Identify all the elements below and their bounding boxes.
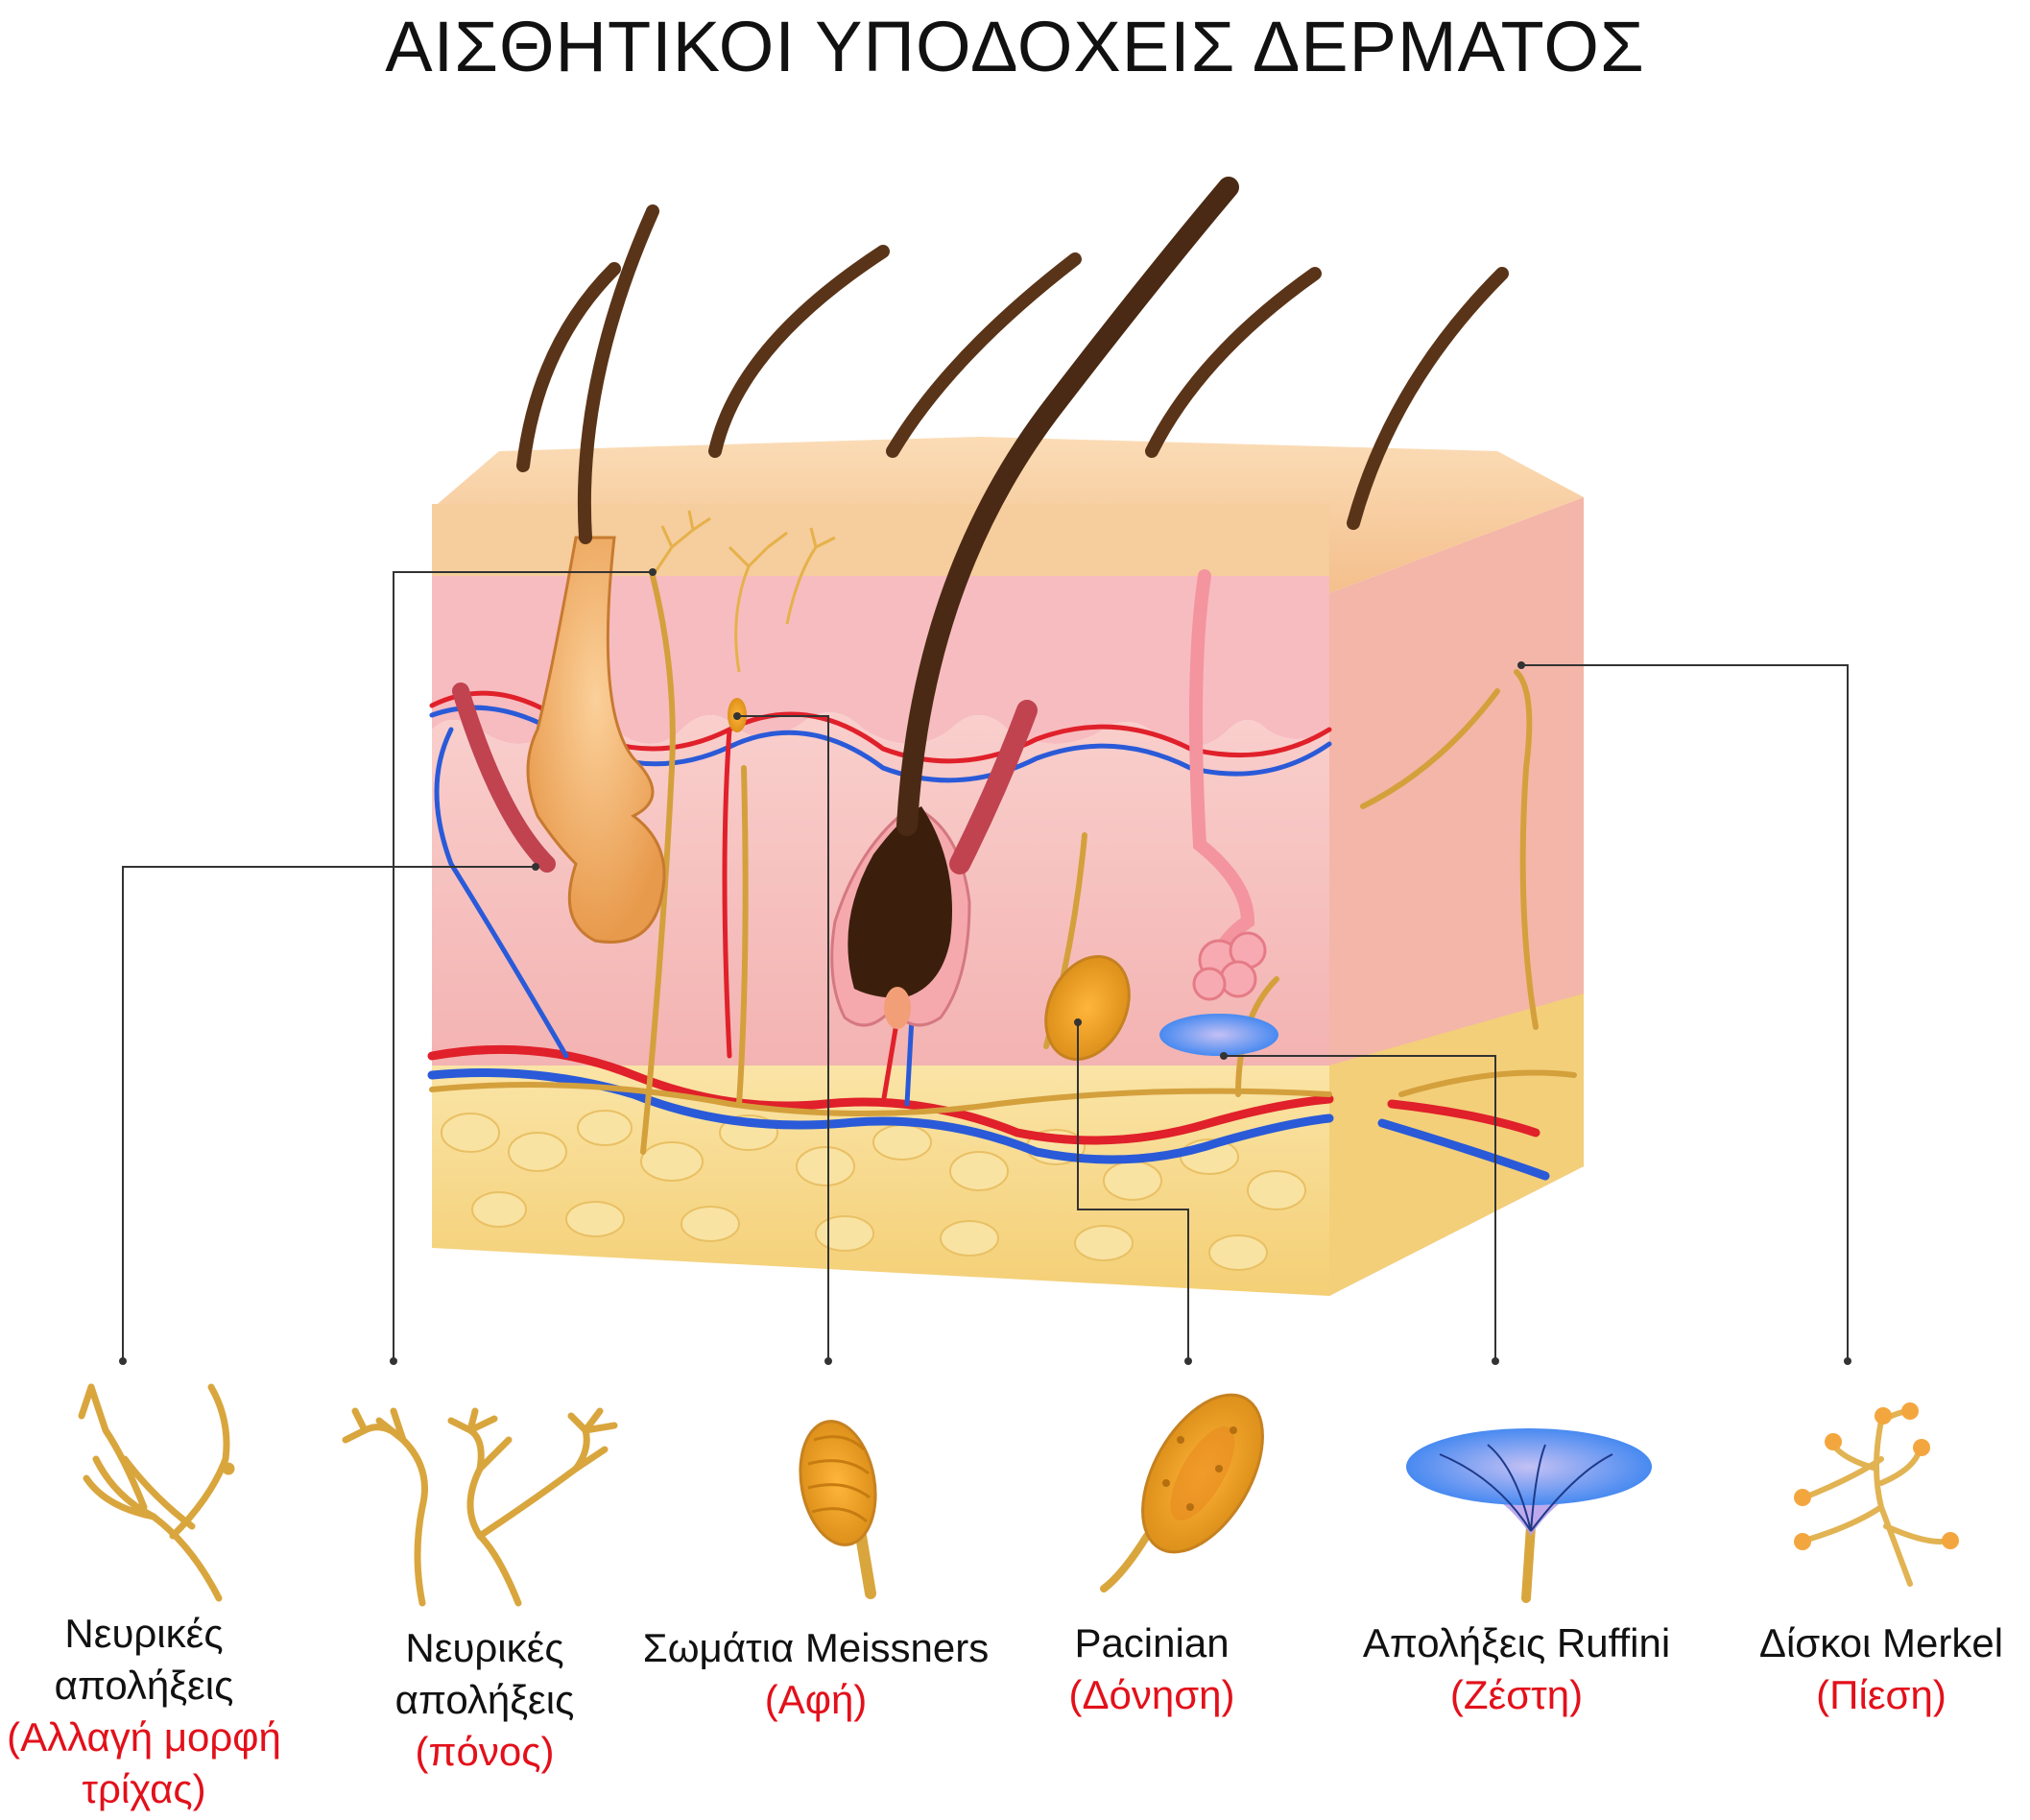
hair-shaft-center xyxy=(896,177,1239,836)
merkel-disc-icon xyxy=(1794,1402,1959,1587)
label-ruffini: Απολήξεις Ruffini (Ζέστη) xyxy=(1325,1617,1708,1721)
label-meissner: Σωμάτια Meissners (Αφή) xyxy=(614,1622,1017,1726)
leader-merkel xyxy=(1521,664,1849,1358)
leader-meissner xyxy=(737,715,829,1358)
arrector-muscle-left xyxy=(452,682,556,873)
receptor-function: (Ζέστη) xyxy=(1449,1672,1584,1717)
diagram-title: ΑΙΣΘΗΤΙΚΟΙ ΥΠΟΔΟΧΕΙΣ ΔΕΡΜΑΤΟΣ xyxy=(385,7,1645,86)
leader-dots xyxy=(119,568,1851,1365)
leader-hair-nerve xyxy=(122,866,536,1358)
label-free-nerve: Νευρικές απολήξεις (πόνος) xyxy=(365,1622,605,1778)
free-nerve-endings-in-skin xyxy=(651,510,836,673)
leader-pacinian xyxy=(1077,1022,1189,1358)
label-pacinian: Pacinian (Δόνηση) xyxy=(1037,1617,1267,1721)
artery-deep xyxy=(427,1044,1334,1145)
hair-shaft-left xyxy=(577,204,659,544)
meissner-corpuscle-icon xyxy=(799,1420,877,1599)
receptor-function: (πόνος) xyxy=(415,1729,555,1774)
receptor-name: Απολήξεις Ruffini xyxy=(1362,1620,1671,1665)
nerve-fibers xyxy=(429,573,1577,1155)
receptor-name: Pacinian xyxy=(1074,1620,1230,1665)
label-merkel: Δίσκοι Merkel (Πίεση) xyxy=(1737,1617,2025,1721)
surface-hairs xyxy=(516,245,1509,530)
receptor-name: Δίσκοι Merkel xyxy=(1758,1620,2004,1665)
leader-free-nerve xyxy=(393,571,653,1358)
epidermis-cell-layer xyxy=(432,576,1329,747)
receptor-function: (Αφή) xyxy=(764,1677,868,1722)
receptor-name: Σωμάτια Meissners xyxy=(642,1625,990,1670)
free-nerve-ending-icon xyxy=(342,1407,618,1607)
leader-lines xyxy=(122,571,1849,1358)
sebaceous-gland xyxy=(526,536,666,944)
hair-follicle-center xyxy=(830,804,971,1029)
arrector-muscle-center xyxy=(949,700,1038,874)
leader-ruffini xyxy=(1224,1055,1496,1358)
label-hair-nerve: Νευρικές απολήξεις (Αλλαγή μορφή τρίχας) xyxy=(0,1608,288,1815)
pacinian-in-skin xyxy=(1044,955,1131,1061)
stratum-corneum xyxy=(432,504,1329,581)
sweat-gland xyxy=(1189,569,1255,976)
pacinian-corpuscle-icon xyxy=(1100,1393,1264,1592)
receptor-name: Νευρικές απολήξεις xyxy=(54,1611,234,1708)
receptor-name: Νευρικές απολήξεις xyxy=(394,1625,575,1722)
ruffini-ending-icon xyxy=(1406,1428,1652,1603)
receptor-function: (Δόνηση) xyxy=(1068,1672,1235,1717)
receptor-function: (Πίεση) xyxy=(1816,1672,1946,1717)
receptor-function: (Αλλαγή μορφή τρίχας) xyxy=(7,1714,281,1811)
ruffini-in-skin xyxy=(1159,1014,1278,1056)
sweat-gland-coil xyxy=(1192,931,1267,1001)
branching-nerve-icon xyxy=(78,1383,235,1602)
